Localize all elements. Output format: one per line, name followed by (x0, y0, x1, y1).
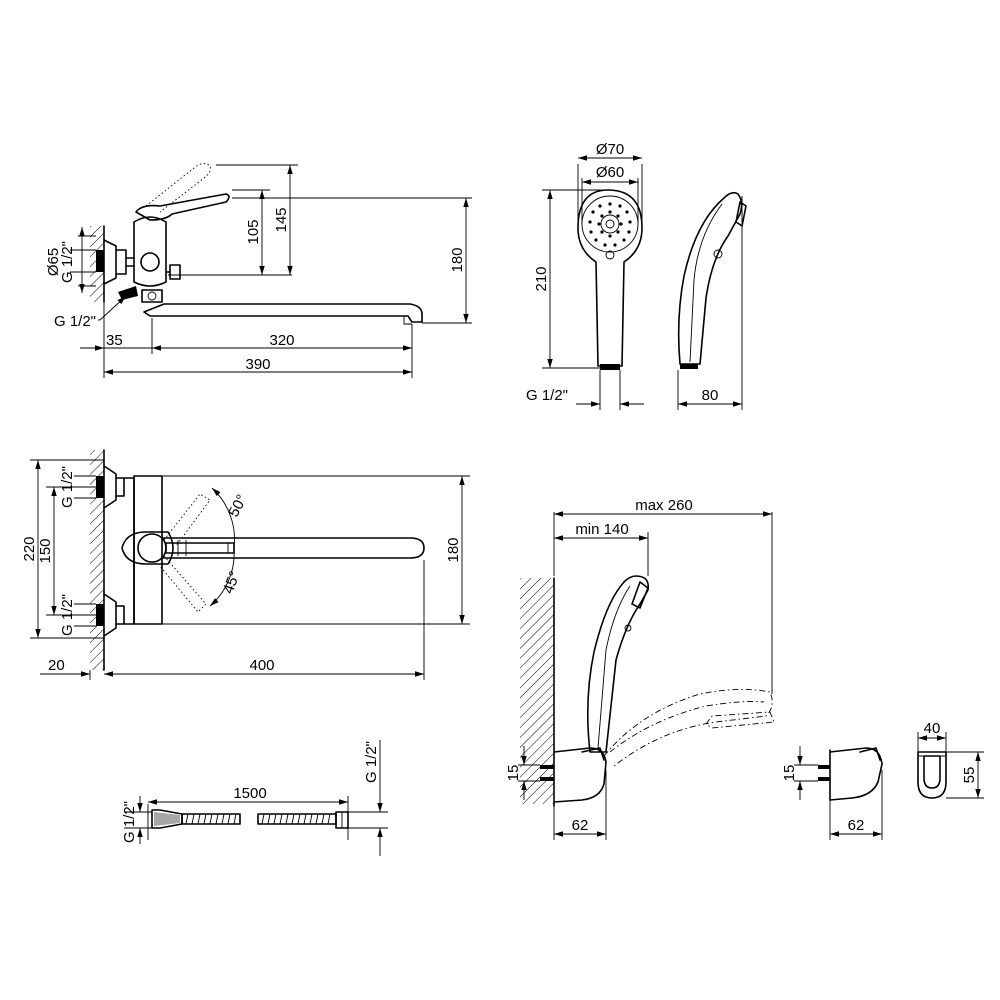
dim-top-w320: 320 (269, 332, 294, 349)
dim-sh-h15: 15 (505, 765, 522, 782)
dim-top-g12-under: G 1/2" (54, 313, 96, 330)
dim-sh-min: min 140 (575, 521, 628, 538)
dim-hose-g12-left: G 1/2" (121, 801, 138, 843)
dim-hose-len: 1500 (233, 785, 266, 802)
dim-top-w35: 35 (106, 332, 123, 349)
dim-pv-h180: 180 (445, 537, 462, 562)
dim-top-h145: 145 (273, 207, 290, 232)
dim-pv-a50: 50° (225, 492, 251, 520)
dim-hf-h55: 55 (961, 767, 978, 784)
dim-pv-h150: 150 (37, 538, 54, 563)
dim-top-w390: 390 (245, 356, 270, 373)
dim-pv-a45: 45° (220, 569, 244, 596)
dim-sh-max: max 260 (635, 497, 693, 514)
dim-hs-d60: Ø60 (596, 164, 624, 181)
mixer-plan-view: 50° 45° 220 150 G 1/2" G 1/2" 180 20 400 (21, 449, 470, 680)
dim-top-h105: 105 (245, 219, 262, 244)
dim-pv-w20: 20 (48, 657, 65, 674)
dim-pv-g12-top: G 1/2" (59, 466, 76, 508)
dim-pv-g12-bottom: G 1/2" (59, 594, 76, 636)
dim-top-g12-left: G 1/2" (59, 241, 76, 283)
hand-shower-views: Ø70 Ø60 210 G 1/2" 80 (526, 141, 747, 410)
dim-top-d65: Ø65 (45, 248, 62, 276)
hose-windings-right (261, 813, 331, 825)
dim-pv-h220: 220 (21, 536, 38, 561)
dim-pv-w400: 400 (249, 657, 274, 674)
shower-nozzle-dots (588, 202, 632, 247)
shower-holder-assembly: max 260 min 140 15 62 (505, 497, 775, 840)
dim-hs-h210: 210 (533, 266, 550, 291)
dim-hs-g12: G 1/2" (526, 387, 568, 404)
dim-hs-w80: 80 (702, 387, 719, 404)
dim-hd-w62: 62 (848, 817, 865, 834)
mixer-side-view: Ø65 G 1/2" G 1/2" 105 145 180 35 320 390 (45, 163, 472, 378)
dim-hose-g12-right: G 1/2" (363, 741, 380, 783)
holder-front-detail: 40 55 (917, 720, 984, 799)
dim-top-h180: 180 (449, 247, 466, 272)
shower-hose-view: 1500 G 1/2" G 1/2" (121, 740, 388, 856)
dim-hs-d70: Ø70 (596, 141, 624, 158)
dim-hf-w40: 40 (924, 720, 941, 737)
holder-side-detail: 15 62 (781, 746, 883, 840)
hose-windings-left (185, 813, 237, 825)
dim-sh-w62: 62 (572, 817, 589, 834)
dim-hd-h15: 15 (781, 765, 798, 782)
